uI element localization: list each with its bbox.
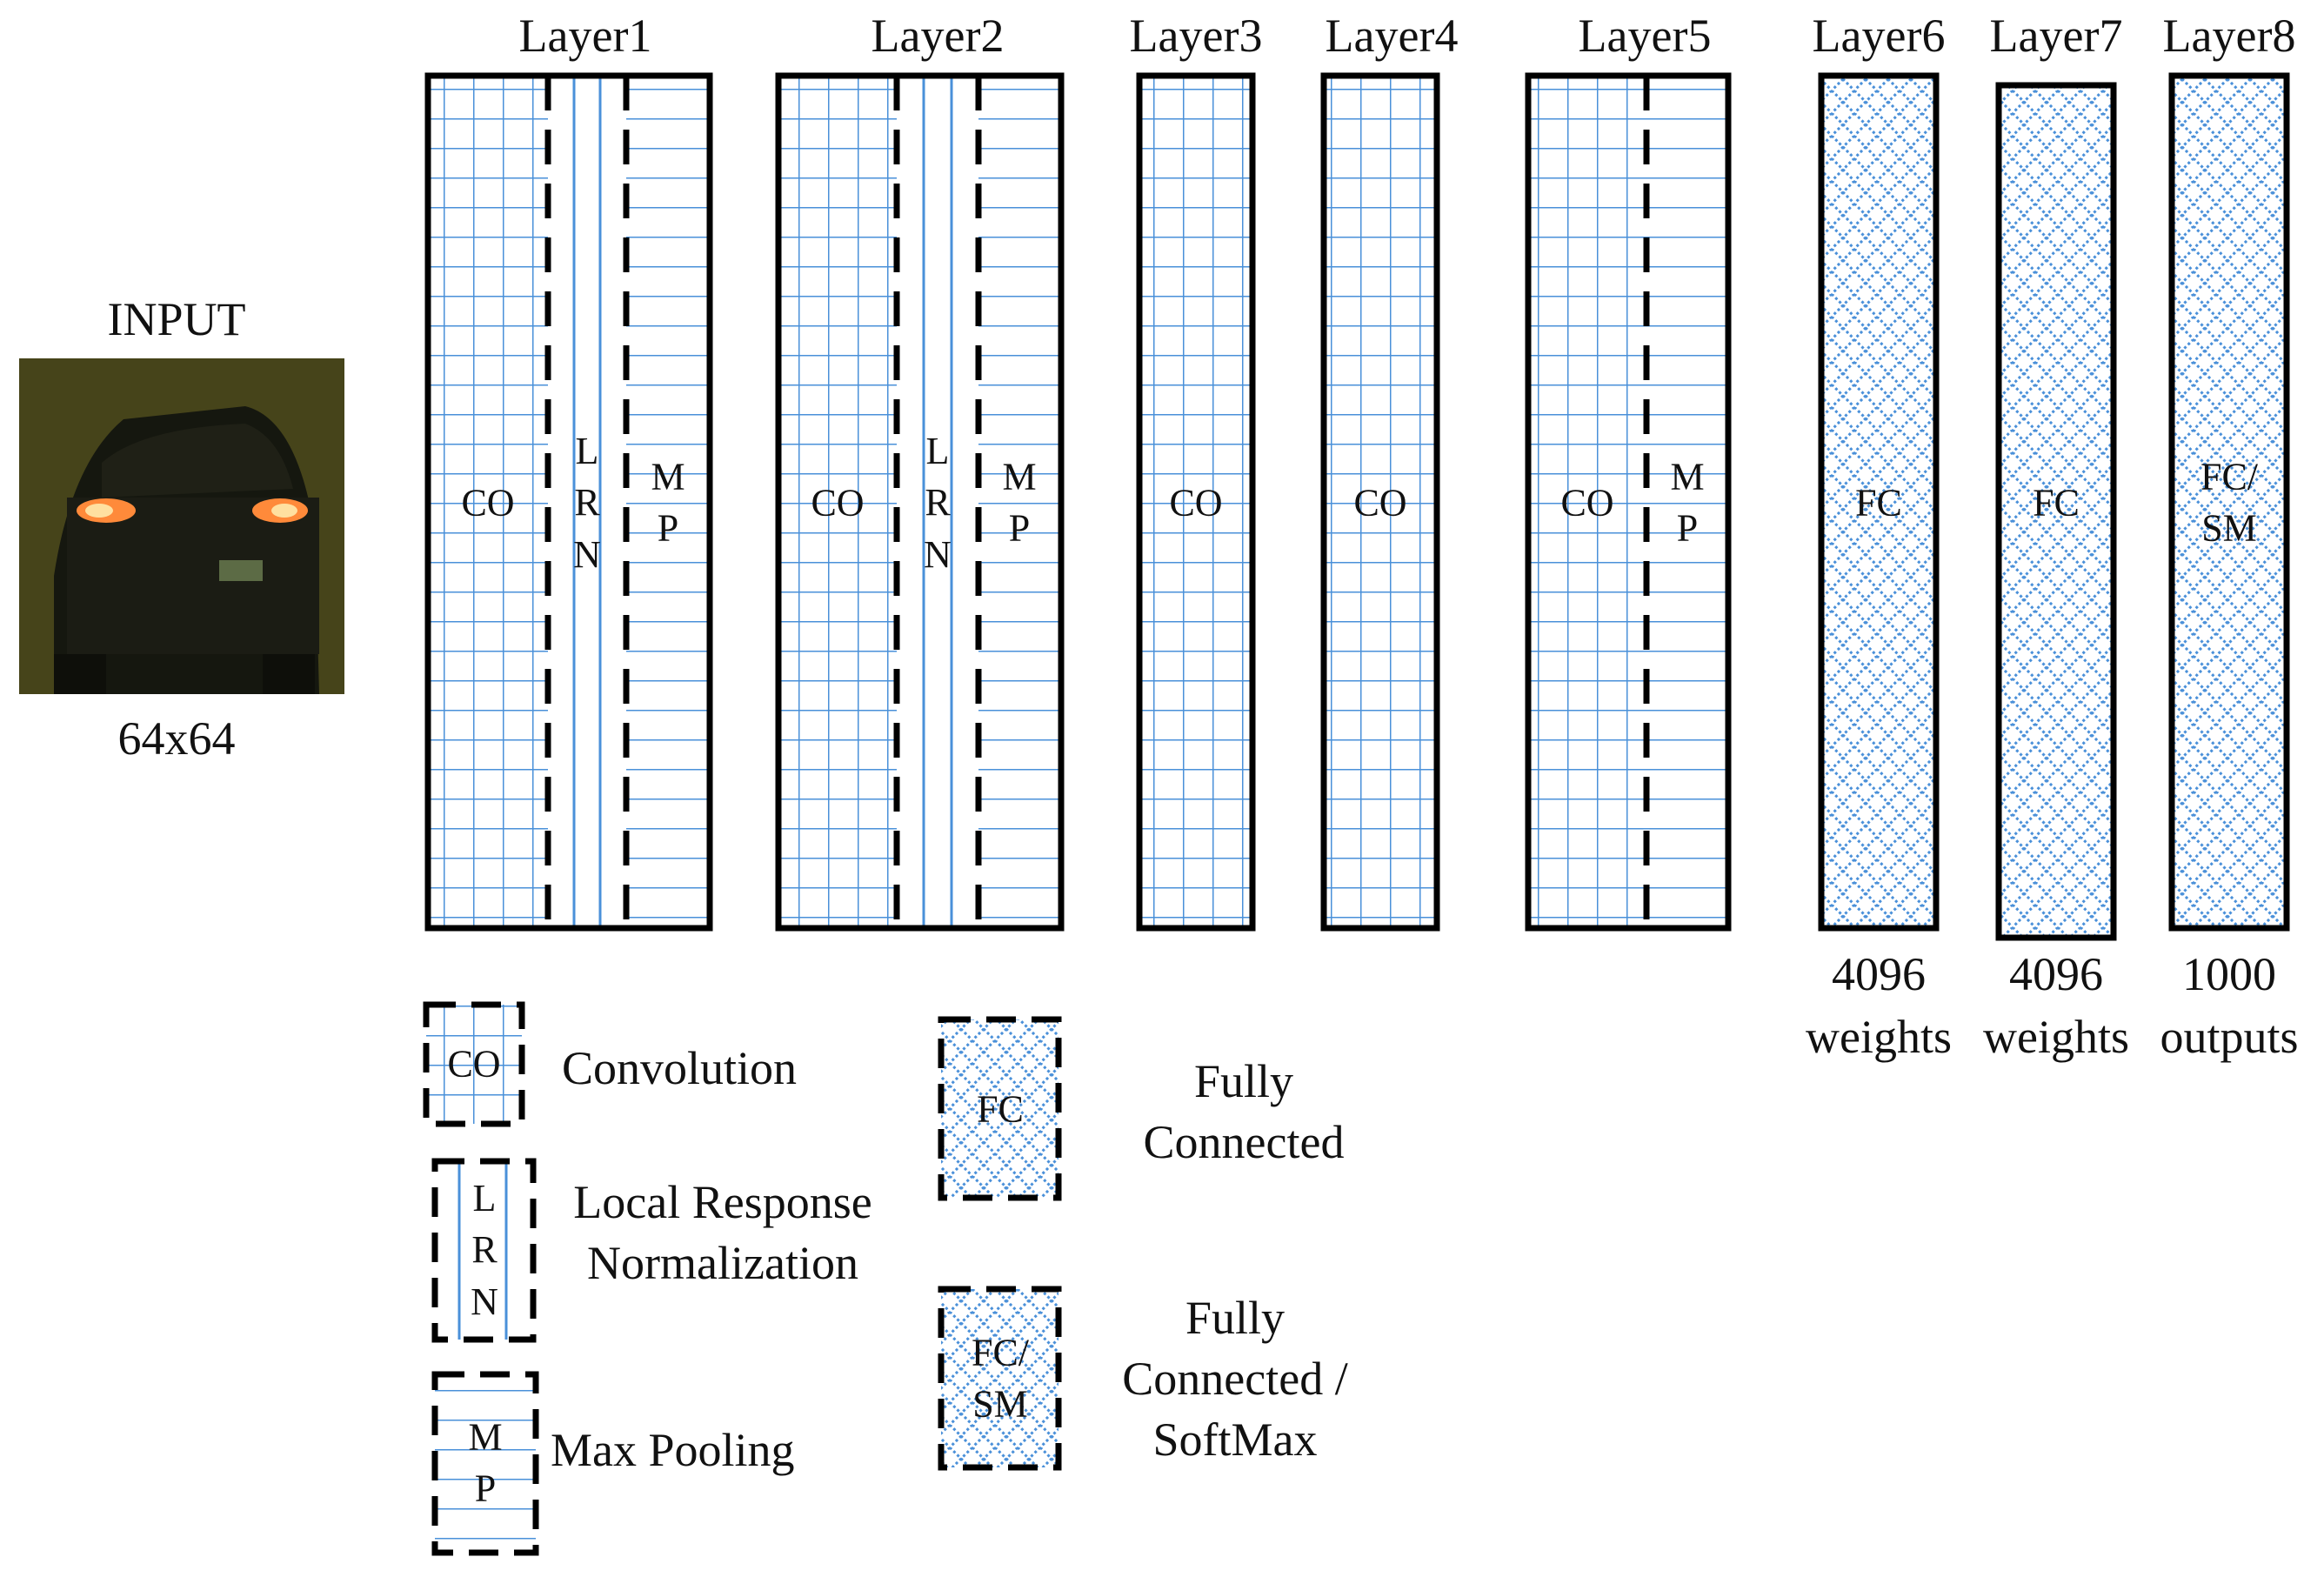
layer3-title: Layer3 <box>1129 10 1263 62</box>
layer2-title: Layer2 <box>871 10 1005 62</box>
layer2-co-label: CO <box>811 481 865 525</box>
legend-fc-abbr: FC <box>977 1087 1024 1131</box>
legend-convolution-icon <box>423 1001 525 1127</box>
layer6-caption-count: 4096 <box>1832 948 1926 1000</box>
layer1-block <box>424 72 713 932</box>
legend-max-pooling-abbr: M P <box>468 1415 503 1510</box>
layer5-block <box>1525 72 1732 932</box>
legend-fc-label: Fully Connected <box>1143 1055 1345 1169</box>
layer6-title: Layer6 <box>1812 10 1946 62</box>
legend-convolution-abbr: CO <box>447 1042 501 1086</box>
legend-fc-softmax-abbr: FC/ SM <box>971 1331 1030 1426</box>
legend-fc-softmax-label: Fully Connected / SoftMax <box>1122 1292 1348 1467</box>
legend-convolution-label: Convolution <box>562 1042 798 1094</box>
input-image <box>19 358 344 694</box>
layer3-co-label: CO <box>1169 481 1223 525</box>
legend-max-pooling-icon <box>431 1371 539 1556</box>
layer2-lrn-label: L R N <box>924 429 952 576</box>
layer7-caption-unit: weights <box>1983 1011 2129 1063</box>
layer8-fc-sm-label: FC/ SM <box>2200 455 2259 550</box>
legend-lrn-icon <box>431 1158 537 1343</box>
layer8-caption-unit: outputs <box>2160 1011 2299 1063</box>
layer8-caption-count: 1000 <box>2182 948 2276 1000</box>
layer5-mp-label: M P <box>1670 455 1705 550</box>
input-title: INPUT <box>107 293 246 345</box>
legend-fc-icon <box>938 1016 1062 1201</box>
legend-max-pooling-label: Max Pooling <box>551 1424 795 1476</box>
layer7-title: Layer7 <box>1989 10 2123 62</box>
layer2-mp-label: M P <box>1002 455 1037 550</box>
input-size-label: 64x64 <box>117 712 236 765</box>
layer5-title: Layer5 <box>1578 10 1712 62</box>
layer6-block <box>1818 72 1940 932</box>
layer8-title: Layer8 <box>2162 10 2296 62</box>
layer7-block <box>1995 82 2117 941</box>
layer4-block <box>1320 72 1440 932</box>
legend-fc-softmax-icon <box>938 1286 1062 1471</box>
layer1-co-label: CO <box>461 481 515 525</box>
layer5-co-label: CO <box>1560 481 1614 525</box>
layer7-fc-label: FC <box>2033 481 2080 525</box>
layer7-caption-count: 4096 <box>2009 948 2103 1000</box>
layer2-block <box>775 72 1065 932</box>
layer3-block <box>1136 72 1256 932</box>
layer6-caption-unit: weights <box>1806 1011 1952 1063</box>
layer1-title: Layer1 <box>518 10 652 62</box>
layer4-co-label: CO <box>1353 481 1407 525</box>
legend-lrn-abbr: L R N <box>471 1176 498 1323</box>
layer6-fc-label: FC <box>1855 481 1902 525</box>
layer1-lrn-label: L R N <box>573 429 601 576</box>
legend-lrn-label: Local Response Normalization <box>573 1176 872 1290</box>
layer4-title: Layer4 <box>1325 10 1459 62</box>
layer1-mp-label: M P <box>651 455 685 550</box>
layer8-block <box>2168 72 2290 932</box>
